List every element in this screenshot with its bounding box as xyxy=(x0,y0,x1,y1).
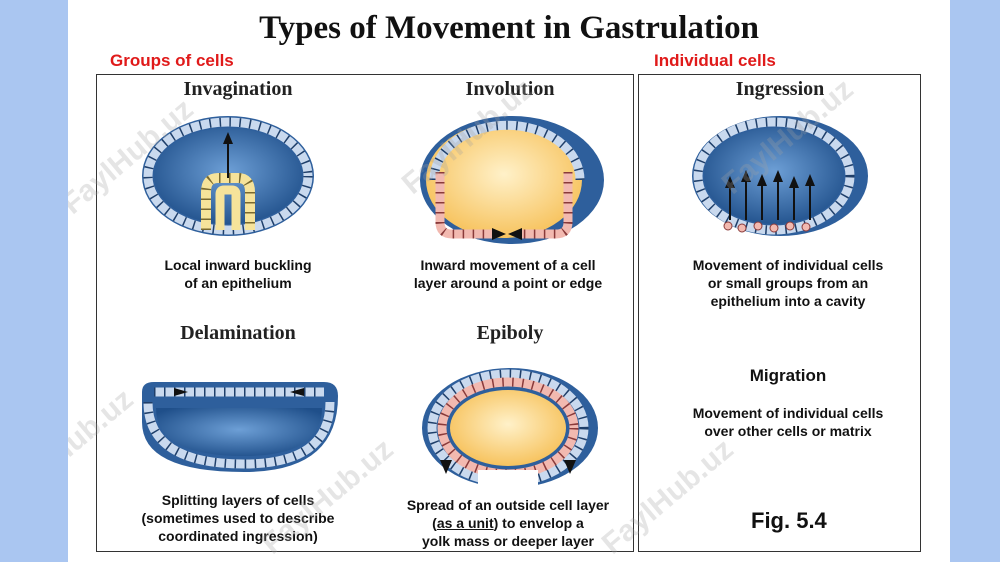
ingression-caption: Movement of individual cells or small gr… xyxy=(692,257,884,309)
figure-label: Fig. 5.4 xyxy=(751,508,827,533)
invagination-heading: Invagination xyxy=(183,78,293,100)
groups-of-cells-panel xyxy=(96,74,634,552)
slide: Types of Movement in Gastrulation Groups… xyxy=(68,0,950,562)
epiboly-caption: Spread of an outside cell layer (as a un… xyxy=(406,497,610,549)
involution-diagram xyxy=(420,116,604,244)
invagination-diagram xyxy=(142,116,314,236)
epiboly-heading: Epiboly xyxy=(476,322,544,344)
migration-caption: Movement of individual cells over other … xyxy=(692,405,884,439)
groups-of-cells-label: Groups of cells xyxy=(110,51,234,70)
ingression-diagram xyxy=(692,116,868,236)
ingression-heading: Ingression xyxy=(735,78,825,100)
invagination-caption: Local inward buckling of an epithelium xyxy=(164,257,312,291)
delamination-diagram xyxy=(142,382,338,472)
involution-heading: Involution xyxy=(465,78,555,100)
delamination-heading: Delamination xyxy=(180,322,296,344)
individual-cells-panel xyxy=(638,74,921,552)
delamination-caption: Splitting layers of cells (sometimes use… xyxy=(141,492,335,544)
page-title: Types of Movement in Gastrulation xyxy=(259,10,759,46)
migration-heading: Migration xyxy=(749,366,827,385)
involution-caption: Inward movement of a cell layer around a… xyxy=(413,257,603,291)
epiboly-diagram xyxy=(422,368,598,494)
individual-cells-label: Individual cells xyxy=(654,51,776,70)
